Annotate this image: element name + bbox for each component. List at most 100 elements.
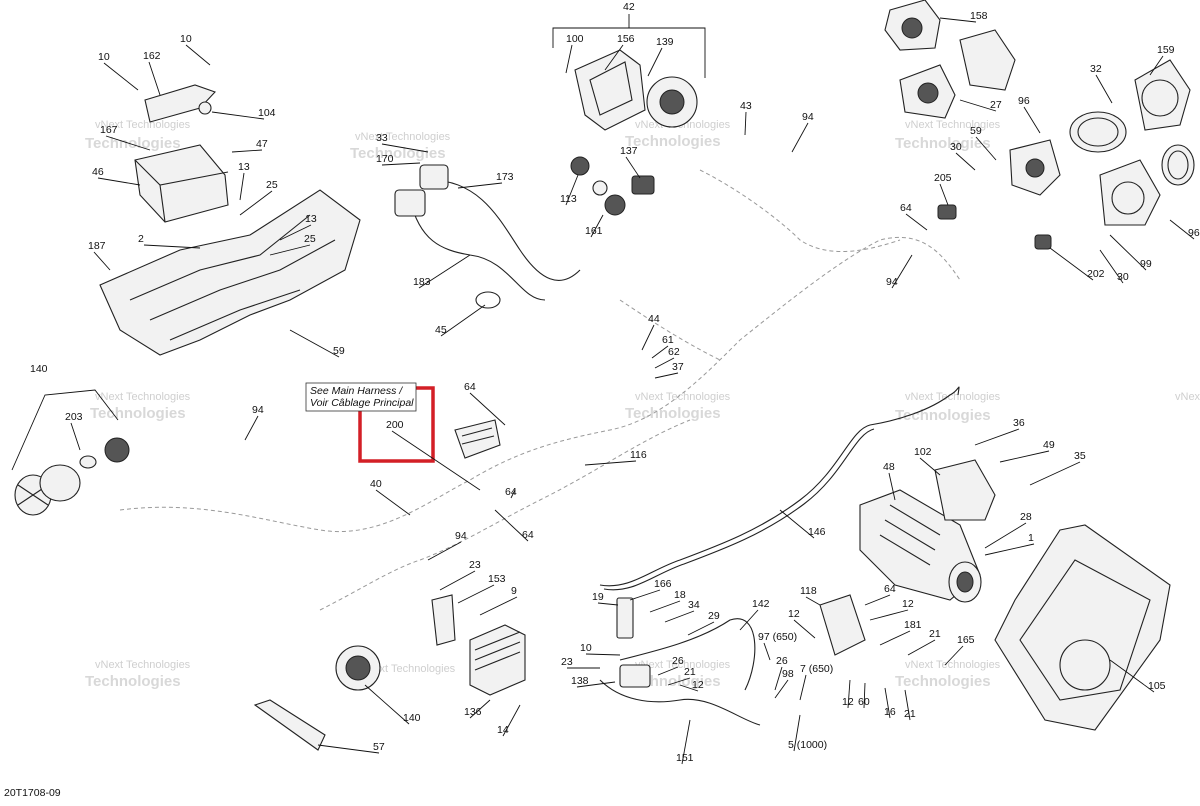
callout-2: 2 [138, 233, 144, 245]
callout-167: 167 [100, 124, 118, 136]
callout-40: 40 [370, 478, 382, 490]
leader-line [269, 244, 311, 256]
leader-line [869, 609, 909, 621]
callout-94: 94 [802, 111, 814, 123]
leader-line [739, 609, 759, 631]
callout-99: 99 [1140, 258, 1152, 270]
leader-line [590, 214, 604, 238]
leader-line [1169, 219, 1195, 240]
leader-line [955, 152, 976, 171]
leader-line [185, 44, 211, 66]
leader-line [799, 674, 807, 701]
group-bracket-140 [11, 389, 119, 471]
callout-96: 96 [1018, 95, 1030, 107]
callout-151: 151 [676, 752, 694, 764]
callout-47: 47 [256, 138, 268, 150]
leader-line [657, 666, 679, 676]
leader-line [317, 744, 380, 754]
leader-line [939, 17, 977, 23]
callout-14: 14 [497, 724, 509, 736]
drawing-number: 20T1708-09 [4, 787, 61, 799]
leader-line [457, 182, 503, 189]
callout-100: 100 [566, 33, 584, 45]
leader-line [884, 687, 891, 719]
leader-line [774, 679, 789, 699]
watermark-text: Technologies [895, 135, 991, 152]
leader-line [381, 143, 429, 153]
battery-tray-assembly [99, 84, 361, 356]
callout-29: 29 [708, 610, 720, 622]
watermark-text: vNext Technologies [905, 391, 1001, 403]
leader-line [565, 44, 573, 74]
leader-line [641, 324, 655, 351]
leader-line [793, 714, 801, 752]
watermark-text: vNext Technologies [905, 119, 1001, 131]
callout-187: 187 [88, 240, 106, 252]
leader-line [1023, 106, 1041, 134]
leader-line [939, 183, 949, 206]
callout-64: 64 [900, 202, 912, 214]
callout-44: 44 [648, 313, 660, 325]
watermark-text: vNext Technologies [95, 659, 191, 671]
watermark-text: vNext Technologies [905, 659, 1001, 671]
leader-line [744, 111, 747, 136]
leader-line [891, 254, 913, 289]
leader-line [999, 450, 1050, 463]
leader-line [681, 719, 691, 765]
leader-line [625, 156, 641, 179]
leader-line [457, 584, 495, 604]
callout-21: 21 [904, 708, 916, 720]
watermark-text: vNext Technologies [355, 131, 451, 143]
callout-5-1000-: 5 (1000) [788, 739, 827, 751]
callout-46: 46 [92, 166, 104, 178]
callout-10: 10 [580, 642, 592, 654]
callout-200: 200 [386, 419, 404, 431]
leader-line [279, 224, 312, 241]
leader-line [239, 190, 273, 216]
callout-158: 158 [970, 10, 988, 22]
callout-60: 60 [858, 696, 870, 708]
callout-165: 165 [957, 634, 975, 646]
leader-line [679, 684, 699, 692]
callout-23: 23 [561, 656, 573, 668]
harness-note: See Main Harness / Voir Câblage Principa… [305, 382, 417, 412]
leader-line [585, 653, 621, 656]
callout-156: 156 [617, 33, 635, 45]
watermark-text: Technologies [90, 405, 186, 422]
callout-64: 64 [884, 583, 896, 595]
callout-1: 1 [1028, 532, 1034, 544]
callout-36: 36 [1013, 417, 1025, 429]
callout-173: 173 [496, 171, 514, 183]
callout-35: 35 [1074, 450, 1086, 462]
leader-line [904, 689, 911, 721]
callout-19: 19 [592, 591, 604, 603]
callout-30: 30 [1117, 271, 1129, 283]
callout-142: 142 [752, 598, 770, 610]
callout-25: 25 [304, 233, 316, 245]
callout-98: 98 [782, 668, 794, 680]
callout-139: 139 [656, 36, 674, 48]
callout-105: 105 [1148, 680, 1166, 692]
leader-line [651, 345, 669, 359]
callout-12: 12 [902, 598, 914, 610]
leader-line [494, 509, 529, 542]
callout-140: 140 [30, 363, 48, 375]
callout-48: 48 [883, 461, 895, 473]
leader-line [97, 177, 141, 186]
leader-line [1149, 55, 1164, 76]
winch-motor-48 [859, 459, 996, 603]
leader-line [649, 600, 681, 613]
leader-line [905, 213, 928, 231]
callout-25: 25 [266, 179, 278, 191]
callout-26: 26 [672, 655, 684, 667]
leader-line [793, 619, 816, 639]
callout-170: 170 [376, 153, 394, 165]
callout-13: 13 [238, 161, 250, 173]
leader-line [654, 372, 679, 379]
callout-13: 13 [305, 213, 317, 225]
fog-light-assembly [335, 645, 381, 691]
leader-line [888, 472, 896, 501]
leader-line [907, 639, 936, 656]
leader-line [469, 392, 506, 426]
